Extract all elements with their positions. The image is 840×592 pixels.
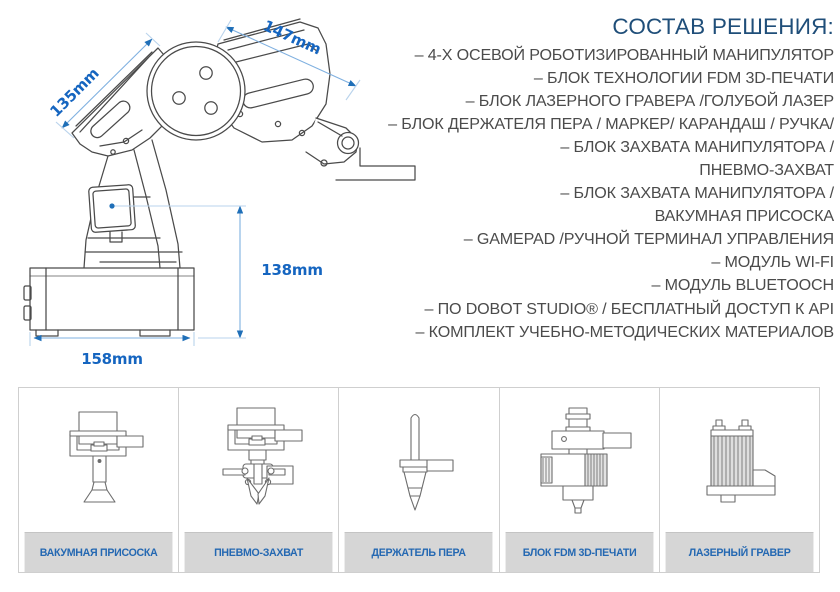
dimension-label-base-width: 158mm <box>81 350 143 368</box>
spec-item: – МОДУЛЬ WI-FI <box>711 253 834 272</box>
accessory-card-laser-engraver[interactable]: ЛАЗЕРНЫЙ ГРАВЕР <box>659 388 820 572</box>
accessory-strip: ВАКУМНАЯ ПРИСОСКА <box>18 387 820 573</box>
dimension-label-height: 138mm <box>261 261 323 279</box>
dimension-lines-group <box>29 19 361 346</box>
spec-item: – КОМПЛЕКТ УЧЕБНО-МЕТОДИЧЕСКИХ МАТЕРИАЛО… <box>415 322 835 341</box>
accessory-label: ЛАЗЕРНЫЙ ГРАВЕР <box>665 532 814 572</box>
spec-item: – БЛОК ЗАХВАТА МАНИПУЛЯТОРА / <box>560 137 834 156</box>
spec-item: ПНЕВМО-ЗАХВАТ <box>699 161 834 180</box>
spec-item: – БЛОК ЗАХВАТА МАНИПУЛЯТОРА / <box>560 184 834 203</box>
pen-holder-icon <box>399 413 454 511</box>
accessory-image <box>659 388 820 532</box>
accessory-card-pneumatic-gripper[interactable]: ПНЕВМО-ЗАХВАТ <box>179 388 340 572</box>
vacuum-suction-cup-icon <box>69 411 144 503</box>
solution-composition-block: СОСТАВ РЕШЕНИЯ: – 4-Х ОСЕВОЙ РОБОТИЗИРОВ… <box>382 14 834 344</box>
fdm-3d-print-head-icon <box>540 407 632 514</box>
accessory-image <box>339 388 499 532</box>
accessory-image <box>19 388 179 532</box>
pneumatic-gripper-icon <box>222 407 303 505</box>
accessory-label: БЛОК FDM 3D-ПЕЧАТИ <box>505 532 654 572</box>
arm-outline-group <box>23 18 416 337</box>
spec-item: – БЛОК ЛАЗЕРНОГО ГРАВЕРА /ГОЛУБОЙ ЛАЗЕР <box>465 91 835 110</box>
accessory-label: ВАКУМНАЯ ПРИСОСКА <box>24 532 173 572</box>
accessory-image <box>499 388 659 532</box>
accessory-card-vacuum-suction-cup[interactable]: ВАКУМНАЯ ПРИСОСКА <box>19 388 180 572</box>
specs-title: СОСТАВ РЕШЕНИЯ: <box>612 14 834 39</box>
spec-item: – ПО DOBOT STUDIO® / БЕСПЛАТНЫЙ ДОСТУП К… <box>424 299 834 318</box>
accessory-label: ДЕРЖАТЕЛЬ ПЕРА <box>344 532 494 572</box>
accessory-card-fdm-print-head[interactable]: БЛОК FDM 3D-ПЕЧАТИ <box>499 388 660 572</box>
accessory-label: ПНЕВМО-ЗАХВАТ <box>184 532 333 572</box>
spec-item: ВАКУМНАЯ ПРИСОСКА <box>654 207 835 226</box>
spec-item: – 4-Х ОСЕВОЙ РОБОТИЗИРОВАННЫЙ МАНИПУЛЯТО… <box>414 45 835 64</box>
spec-item: – МОДУЛЬ BLUETOOCH <box>651 276 834 295</box>
accessory-card-pen-holder[interactable]: ДЕРЖАТЕЛЬ ПЕРА <box>339 388 500 572</box>
spec-item: – GAMEPAD /РУЧНОЙ ТЕРМИНАЛ УПРАВЛЕНИЯ <box>463 230 834 249</box>
spec-item: – БЛОК ДЕРЖАТЕЛЯ ПЕРА / МАРКЕР/ КАРАНДАШ… <box>388 114 834 133</box>
accessory-image <box>179 388 339 532</box>
robot-arm-technical-drawing: 147mm 135mm 138mm 158mm <box>0 0 420 375</box>
laser-engraver-icon <box>706 419 776 503</box>
spec-item: – БЛОК ТЕХНОЛОГИИ FDM 3D-ПЕЧАТИ <box>533 68 834 87</box>
